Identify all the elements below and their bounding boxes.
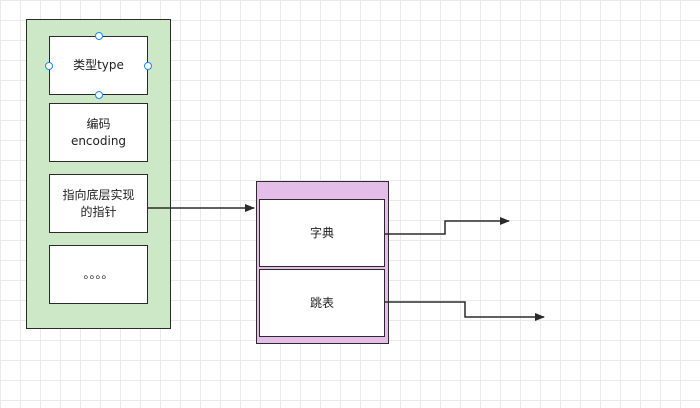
encoding-field-label-en: encoding xyxy=(70,133,127,148)
selection-handle-top[interactable] xyxy=(95,32,103,40)
selection-handle-right[interactable] xyxy=(144,62,152,70)
dict-impl-box[interactable]: 字典 xyxy=(259,199,385,267)
pointer-field-label-line1: 指向底层实现 xyxy=(62,187,135,202)
selection-handle-bottom[interactable] xyxy=(95,91,103,99)
type-field-box[interactable]: 类型type xyxy=(49,36,148,95)
skiplist-outgoing-arrow[interactable] xyxy=(385,301,545,321)
pointer-field-box[interactable]: 指向底层实现 的指针 xyxy=(49,174,148,233)
encoding-field-label-cn: 编码 xyxy=(86,116,111,131)
dict-impl-label: 字典 xyxy=(309,225,334,240)
skiplist-impl-label: 跳表 xyxy=(309,295,334,310)
type-field-label: 类型type xyxy=(73,58,124,72)
encoding-field-box[interactable]: 编码 encoding xyxy=(49,103,148,162)
selection-handle-left[interactable] xyxy=(45,62,53,70)
ellipsis-field-box[interactable]: 。。。。 xyxy=(49,245,148,304)
skiplist-impl-box[interactable]: 跳表 xyxy=(259,269,385,337)
pointer-field-label-line2: 的指针 xyxy=(80,204,117,219)
dict-outgoing-arrow[interactable] xyxy=(385,217,510,235)
ellipsis-field-label: 。。。。 xyxy=(83,267,114,281)
